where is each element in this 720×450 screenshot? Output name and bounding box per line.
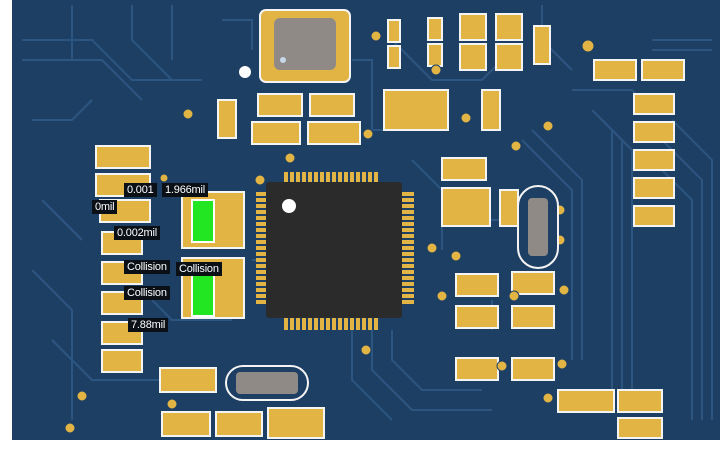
- crystal-top[interactable]: [259, 9, 351, 83]
- drc-clearance-label: 0.001: [124, 183, 157, 197]
- pin1-marker: [282, 199, 296, 213]
- drc-clearance-label: 1.966mil: [162, 183, 208, 197]
- drc-collision-label: Collision: [124, 286, 170, 300]
- crystal-bottom[interactable]: [225, 365, 309, 401]
- fiducial-marker: [239, 66, 251, 78]
- drc-clearance-label: 0.002mil: [114, 226, 160, 240]
- collision-highlight-1[interactable]: [191, 199, 215, 243]
- bottom-margin: [0, 440, 720, 450]
- left-margin: [0, 0, 12, 450]
- crystal-right[interactable]: [517, 185, 559, 269]
- drc-clearance-label: 7.88mil: [128, 318, 169, 332]
- drc-clearance-label: 0mil: [92, 200, 118, 214]
- main-ic[interactable]: [256, 172, 414, 330]
- pcb-board[interactable]: [12, 0, 720, 440]
- drc-collision-label: Collision: [176, 262, 222, 276]
- collision-highlight-2[interactable]: [191, 273, 215, 317]
- ic-body: [266, 182, 402, 318]
- pcb-canvas[interactable]: 0.001 1.966mil 0mil 0.002mil Collision C…: [12, 0, 720, 440]
- drc-collision-label: Collision: [124, 260, 170, 274]
- ic-pins: [256, 172, 414, 330]
